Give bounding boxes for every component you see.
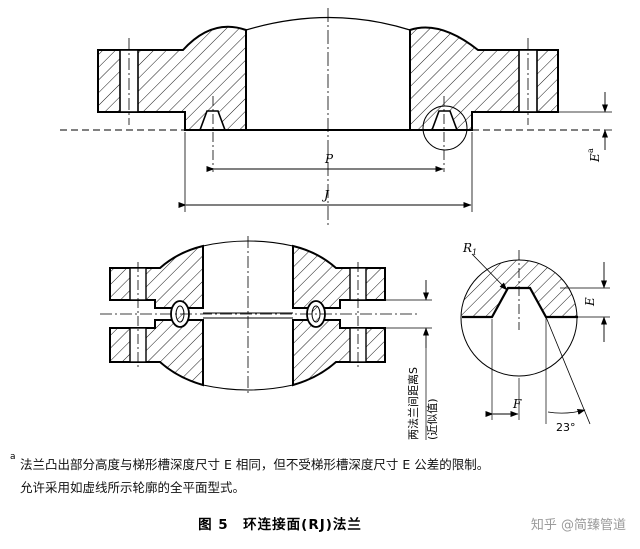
note-line-2: 允许采用如虚线所示轮廓的全平面型式。 bbox=[20, 480, 246, 495]
label-approx-value: (近似值) bbox=[426, 398, 439, 440]
label-p: P bbox=[324, 152, 334, 166]
note-line-1: 法兰凸出部分高度与梯形槽深度尺寸 E 相同，但不受梯形槽深度尺寸 E 公差的限制… bbox=[20, 457, 490, 472]
label-e-detail: E bbox=[583, 297, 597, 307]
top-flange-section bbox=[60, 8, 612, 228]
label-e-top: E bbox=[588, 153, 602, 163]
label-spacing-s: 两法兰间距离S bbox=[406, 367, 420, 440]
detail-circle bbox=[422, 105, 468, 151]
watermark: 知乎 @简臻管道 bbox=[530, 518, 626, 533]
label-e-top-sup: a bbox=[586, 148, 595, 153]
footnote-marker: a bbox=[10, 452, 16, 462]
label-angle-23: 23° bbox=[556, 421, 576, 434]
groove-detail bbox=[460, 250, 610, 425]
label-j: J bbox=[321, 188, 330, 202]
figure-caption: 图 5 环连接面(RJ)法兰 bbox=[198, 517, 362, 533]
assembled-flange-pair bbox=[100, 236, 432, 440]
label-f: F bbox=[512, 397, 522, 411]
label-r1: R1 bbox=[462, 241, 477, 257]
